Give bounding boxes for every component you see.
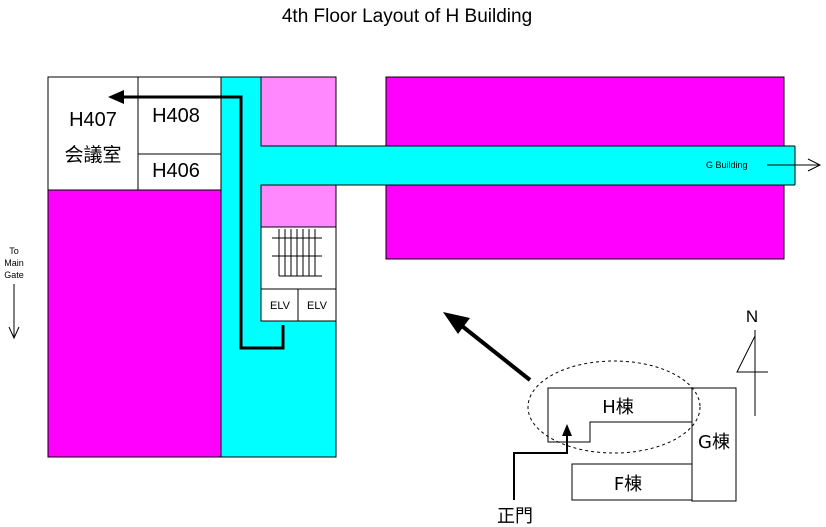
main-gate-label-line2: Main [4,258,24,268]
left-wing-area [47,189,223,458]
h-building-highlight [527,360,701,454]
page-title: 4th Floor Layout of H Building [282,6,532,27]
site-f-building-label: F棟 [614,474,642,495]
elevator-1[interactable] [260,288,299,322]
room-h407-label: H407 [69,109,117,131]
main-entrance-label: 正門 [497,506,533,527]
room-h407-sublabel: 会議室 [64,144,121,166]
route-path [120,95,285,350]
elevator-2-label: ELV [307,300,328,312]
stair-lines [272,229,322,277]
room-h408-label: H408 [152,105,200,127]
pink-room-upper [260,76,337,147]
staircase [260,226,337,290]
route-arrowhead [108,90,124,104]
site-h-building-label: H棟 [602,397,634,418]
elevator-1-label: ELV [270,300,291,312]
room-h408[interactable] [137,76,222,155]
site-g-building-label: G棟 [698,432,730,453]
room-h406[interactable] [137,153,222,191]
pink-room-lower [260,184,337,228]
compass-icon [736,330,768,416]
room-h406-label: H406 [152,160,200,182]
main-gate-label-line1: To [9,246,19,256]
site-g-building[interactable] [691,387,737,502]
main-gate-label-line3: Gate [4,270,24,280]
direction-arrow-diagonal [460,324,532,382]
entrance-path [513,434,568,500]
compass-north-label: N [746,307,758,326]
elevator-2[interactable] [297,288,337,322]
horizontal-corridor [261,146,795,185]
room-h407[interactable] [47,76,139,191]
site-f-building[interactable] [571,463,693,501]
g-building-direction-label: G Building [706,160,748,170]
